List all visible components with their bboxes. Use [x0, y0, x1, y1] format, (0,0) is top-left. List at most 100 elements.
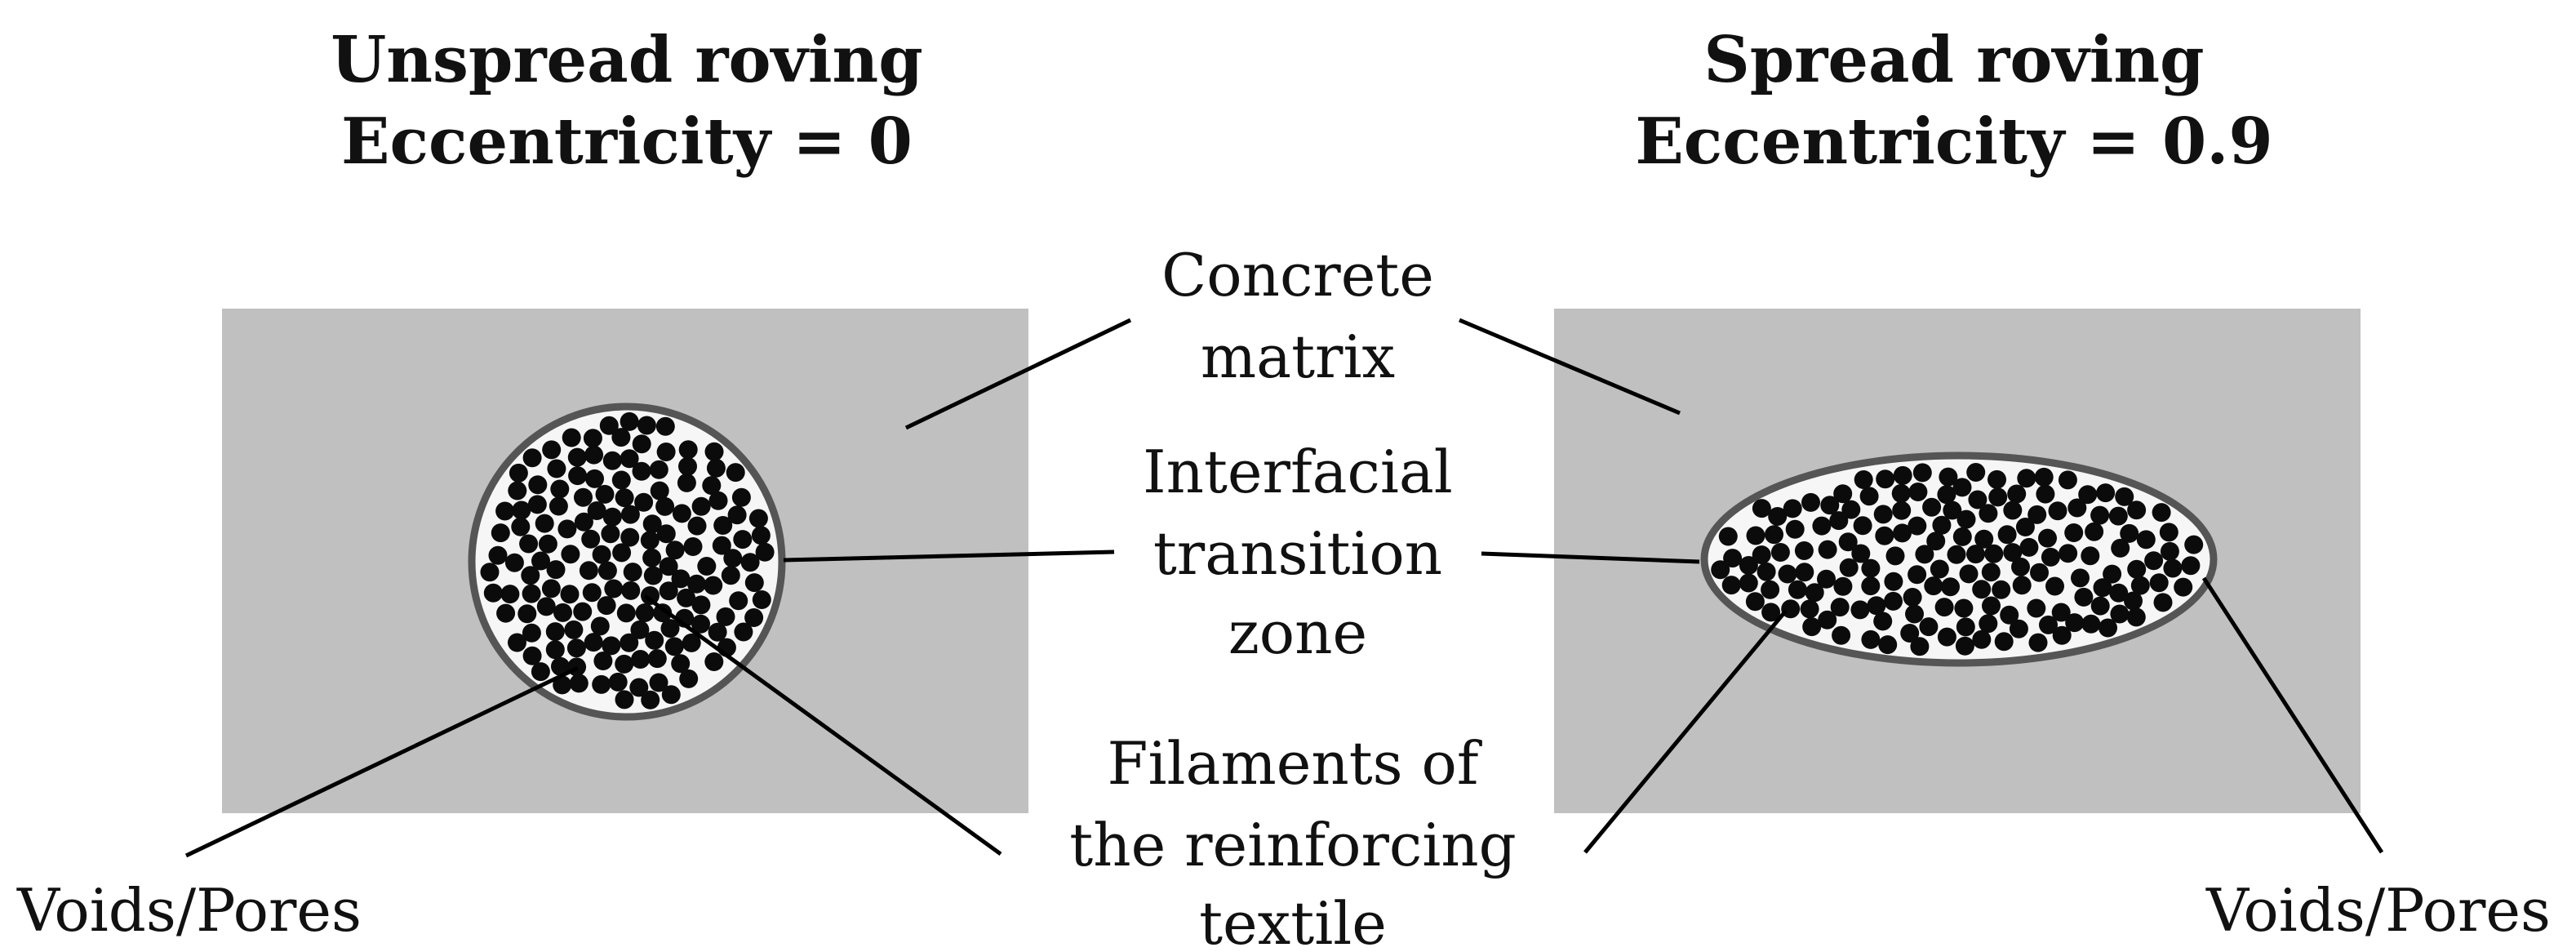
right-filament-dot — [1853, 516, 1872, 536]
left-filament-dot — [620, 633, 639, 652]
left-filament-dot — [602, 507, 622, 527]
right-filament-dot — [1802, 617, 1822, 637]
left-filament-dot — [579, 561, 598, 581]
left-filament-dot — [726, 463, 745, 483]
left-filament-dot — [655, 416, 675, 436]
left-filament-dot — [755, 542, 775, 562]
leader-filaments-right — [1583, 609, 1788, 854]
left-filament-dot — [642, 548, 662, 567]
right-filament-dot — [2051, 603, 2071, 622]
left-filament-dot — [682, 633, 701, 652]
left-filament-dot — [632, 461, 651, 481]
itz-label-line2: transition — [1153, 519, 1442, 588]
left-filament-dot — [597, 561, 617, 581]
right-filament-dot — [1966, 463, 1986, 482]
right-filament-dot — [1818, 540, 1837, 559]
left-filament-dot — [656, 443, 676, 461]
right-filament-dot — [1943, 500, 1962, 520]
filaments-label-line2: the reinforcing — [1069, 811, 1516, 879]
left-filament-dot — [620, 527, 640, 547]
right-filament-dot — [2011, 557, 2030, 576]
left-filament-dot — [573, 602, 593, 621]
right-filament-dot — [1982, 596, 2001, 616]
left-filament-dot — [649, 460, 668, 479]
left-filament-dot — [612, 543, 632, 563]
right-filament-dot — [2048, 501, 2067, 521]
left-filament-dot — [729, 591, 748, 611]
left-filament-dot — [649, 673, 668, 692]
left-filament-dot — [683, 537, 703, 556]
right-filament-dot — [1818, 610, 1837, 629]
left-filament-dot — [560, 585, 580, 604]
left-filament-dot — [744, 573, 764, 593]
left-filament-dot — [585, 469, 604, 488]
right-filament-dot — [1937, 627, 1956, 647]
left-filament-dot — [536, 597, 556, 616]
left-filament-dot — [687, 516, 707, 536]
right-filament-dot — [1768, 507, 1788, 526]
right-filament-dot — [1752, 545, 1771, 565]
left-filament-dot — [508, 481, 527, 500]
right-filament-dot — [2007, 484, 2027, 504]
left-filament-dot — [734, 622, 753, 642]
left-filament-dot — [522, 584, 541, 603]
right-filament-dot — [1739, 556, 1758, 575]
right-filament-dot — [1770, 543, 1790, 562]
right-filament-dot — [2012, 576, 2032, 595]
left-filament-dot — [656, 524, 676, 544]
left-filament-dot — [517, 604, 537, 624]
right-filament-dot — [1984, 544, 2004, 563]
left-filament-dot — [672, 504, 691, 523]
right-filament-dot — [1885, 546, 1905, 566]
right-filament-dot — [1926, 532, 1946, 551]
left-filament-dot — [547, 459, 566, 478]
left-filament-dot — [542, 440, 562, 460]
left-filament-dot — [567, 447, 587, 467]
left-filament-dot — [491, 523, 510, 543]
right-filament-dot — [2110, 604, 2130, 624]
right-filament-dot — [2038, 528, 2057, 548]
right-filament-dot — [1908, 516, 1927, 536]
left-filament-dot — [616, 603, 636, 623]
left-filament-dot — [632, 434, 651, 454]
right-filament-dot — [1721, 576, 1741, 595]
right-filament-dot — [1878, 635, 1898, 655]
left-filament-dot — [553, 675, 572, 695]
right-filament-dot — [1955, 636, 1974, 656]
right-filament-dot — [2181, 556, 2201, 576]
right-filament-dot — [1838, 532, 1858, 552]
left-filament-dot — [587, 501, 606, 520]
right-filament-dot — [1919, 617, 1939, 637]
left-filament-dot — [716, 607, 735, 626]
right-filament-dot — [1994, 632, 2014, 652]
right-filament-dot — [2099, 618, 2117, 638]
left-filaments-group — [480, 411, 775, 710]
right-filament-dot — [1956, 509, 1976, 529]
right-filament-dot — [2127, 500, 2147, 520]
left-filament-dot — [752, 590, 771, 609]
right-filament-dot — [2078, 485, 2098, 505]
left-filament-dot — [678, 440, 698, 460]
right-filament-dot — [1988, 487, 2008, 507]
right-filament-dot — [1876, 469, 1895, 489]
left-filament-dot — [641, 586, 660, 605]
left-filament-dot — [488, 545, 508, 565]
right-filament-dot — [2052, 625, 2072, 645]
right-filament-dot — [1934, 598, 1954, 617]
left-filament-dot — [704, 652, 724, 671]
right-filament-dot — [2034, 467, 2054, 487]
left-filament-dot — [574, 512, 593, 532]
leader-voids-right — [2201, 576, 2384, 854]
right-filament-dot — [1817, 569, 1836, 589]
left-filament-dot — [620, 449, 639, 469]
left-filament-dot — [584, 633, 603, 652]
right-filament-dot — [1783, 499, 1802, 518]
right-filament-dot — [1988, 469, 2006, 489]
left-filament-dot — [583, 429, 602, 448]
left-filament-dot — [665, 541, 685, 560]
left-filament-dot — [740, 553, 760, 572]
leader-filaments-left — [643, 594, 1002, 856]
left-filament-dot — [629, 678, 649, 697]
left-filament-dot — [538, 534, 557, 554]
